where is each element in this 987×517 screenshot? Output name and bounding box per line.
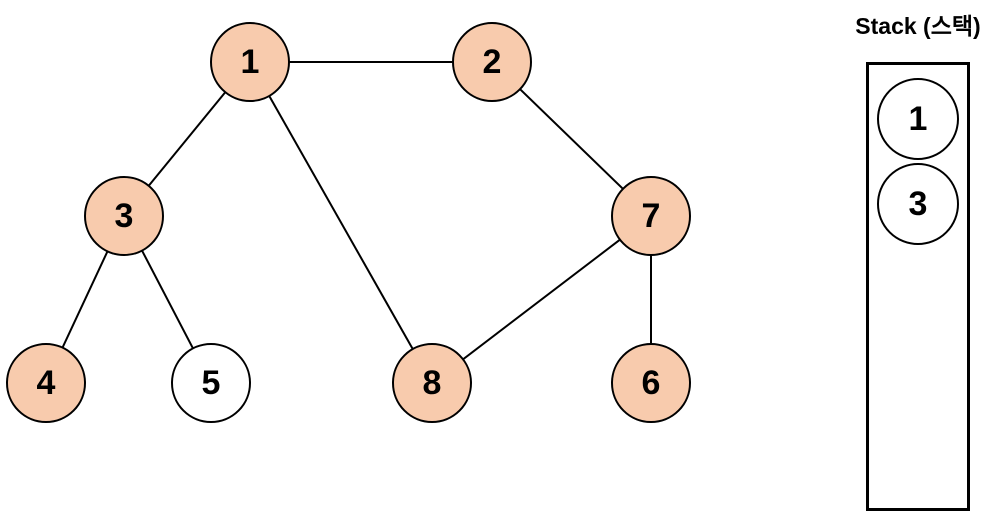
graph-node-5: 5: [171, 343, 251, 423]
stack-title: Stack (스택): [855, 13, 981, 39]
graph-edge-1-8: [249, 61, 433, 384]
graph-node-4: 4: [6, 343, 86, 423]
graph-node-7: 7: [611, 176, 691, 256]
graph-edge-7-8: [431, 215, 652, 384]
stack-item-1: 1: [877, 78, 959, 160]
stack-item-3: 3: [877, 163, 959, 245]
graph-node-6: 6: [611, 343, 691, 423]
graph-node-2: 2: [452, 22, 532, 102]
graph-node-1: 1: [210, 22, 290, 102]
graph-node-8: 8: [392, 343, 472, 423]
graph-node-3: 3: [84, 176, 164, 256]
